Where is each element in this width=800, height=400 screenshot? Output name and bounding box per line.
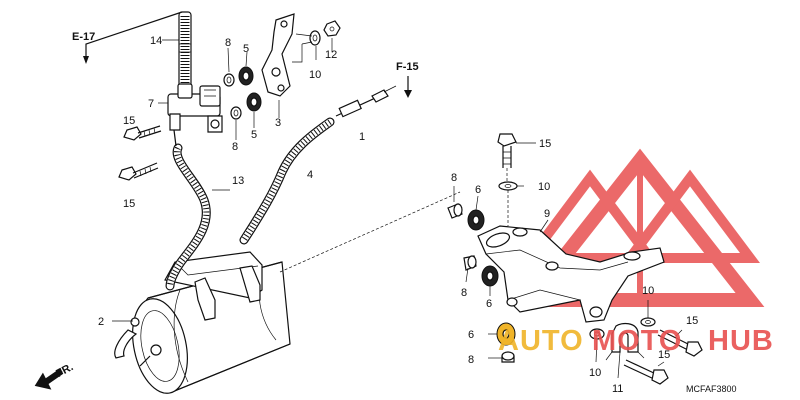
bolt-15-right-lower — [623, 359, 669, 385]
grommet-6-upper — [467, 209, 485, 231]
label-part-10c: 10 — [642, 285, 654, 297]
label-part-9: 9 — [544, 208, 550, 220]
clamp-11 — [605, 322, 645, 361]
label-e17: E-17 — [72, 31, 95, 43]
watermark-triangle-left — [520, 169, 660, 263]
label-part-15c: 15 — [539, 138, 551, 150]
label-part-3: 3 — [275, 117, 281, 129]
label-part-8e: 8 — [468, 354, 474, 366]
watermark-logo — [515, 148, 765, 307]
leader-lines — [112, 38, 683, 379]
bolt-15-vertical — [497, 133, 517, 168]
label-part-10b: 10 — [538, 181, 550, 193]
watermark-text: AUTO MOTO HUB — [498, 325, 774, 357]
collar-8-right-upper — [447, 203, 463, 219]
stay-3 — [261, 13, 295, 97]
collar-8-lower — [230, 106, 242, 120]
label-part-13: 13 — [232, 175, 244, 187]
front-arrow — [34, 368, 64, 390]
grommet-5-lower — [246, 92, 262, 112]
label-part-10d: 10 — [589, 367, 601, 379]
bolt-15-right-upper — [657, 329, 703, 357]
part-labels: 14 7 15 15 13 2 8 5 5 8 3 10 12 4 1 15 1… — [98, 35, 698, 395]
nut-12 — [323, 20, 341, 37]
label-front: FR. — [54, 361, 75, 380]
tube-1 — [335, 85, 397, 118]
label-part-1: 1 — [359, 131, 365, 143]
bolt-15-upper — [123, 125, 162, 141]
label-part-8c: 8 — [451, 172, 457, 184]
label-part-6b: 6 — [486, 298, 492, 310]
e17-reference — [83, 11, 183, 64]
label-part-8a: 8 — [225, 37, 231, 49]
collar-8-right-lower — [501, 351, 515, 363]
collar-8-right-middle — [463, 255, 477, 271]
label-part-10a: 10 — [309, 69, 321, 81]
watermark-text-b: MOTO — [592, 325, 682, 357]
label-part-15d: 15 — [686, 315, 698, 327]
label-part-6a: 6 — [475, 184, 481, 196]
label-f15: F-15 — [396, 61, 419, 73]
diagram-code: MCFAF3800 — [686, 384, 737, 394]
watermark-triangle-right — [620, 169, 760, 263]
label-part-8b: 8 — [232, 141, 238, 153]
grommet-5-upper — [238, 66, 254, 86]
label-part-11: 11 — [612, 383, 623, 395]
label-part-15a: 15 — [123, 115, 135, 127]
collar-8-upper — [223, 73, 235, 87]
solenoid-valve — [167, 83, 223, 147]
grommet-6-middle — [481, 265, 499, 287]
label-part-8d: 8 — [461, 287, 467, 299]
bolt-15-lower — [118, 162, 159, 181]
washer-10-upper — [309, 30, 321, 46]
label-part-4: 4 — [307, 169, 313, 181]
label-part-6c: 6 — [468, 329, 474, 341]
hose-14 — [178, 11, 192, 89]
washer-10-right-upper — [498, 181, 518, 191]
label-part-15b: 15 — [123, 198, 135, 210]
label-part-12: 12 — [325, 49, 337, 61]
label-part-5b: 5 — [251, 129, 257, 141]
label-part-5a: 5 — [243, 43, 249, 55]
hose-13 — [165, 143, 211, 291]
watermark-text-a: AUTO — [498, 325, 584, 357]
hose-4 — [239, 117, 335, 245]
label-part-7: 7 — [148, 98, 154, 110]
f15-reference — [404, 76, 412, 98]
label-part-2: 2 — [98, 316, 104, 328]
grommet-6-lower — [496, 322, 516, 346]
label-part-15e: 15 — [658, 349, 670, 361]
label-part-14: 14 — [150, 35, 162, 47]
watermark-text-c: HUB — [708, 325, 774, 357]
bracket-9 — [477, 225, 665, 323]
canister-assembly — [114, 191, 461, 394]
